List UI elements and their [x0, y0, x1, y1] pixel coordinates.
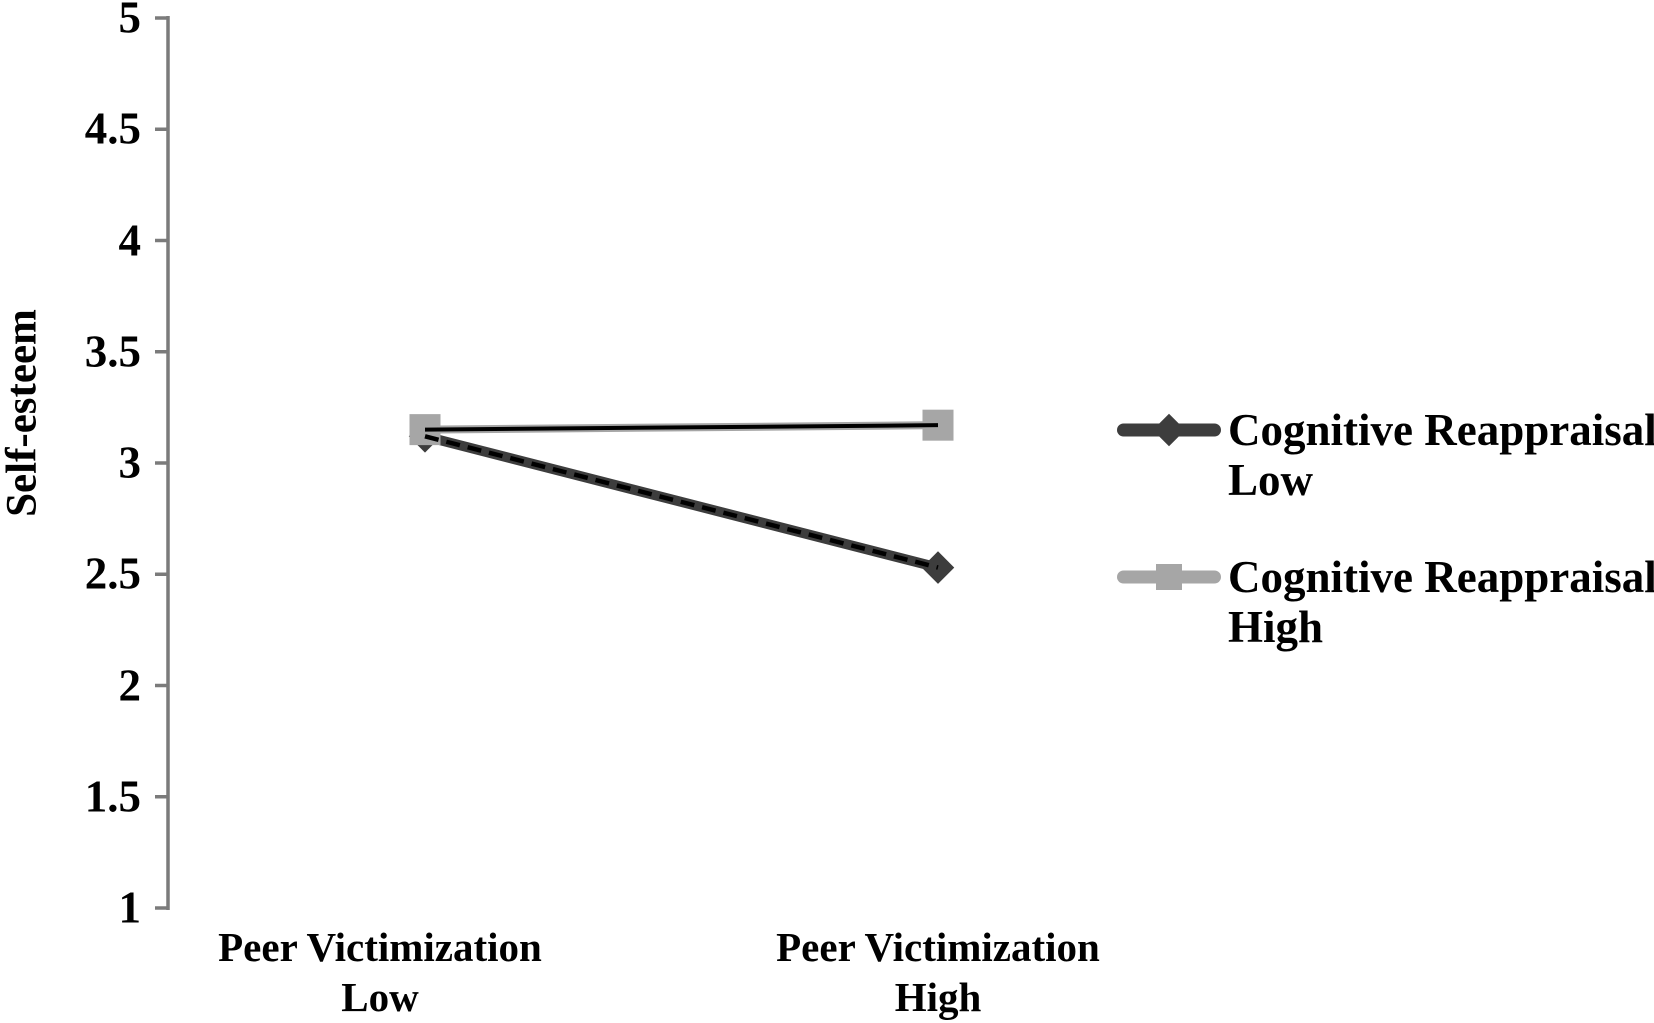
y-tick-label-5: 5	[118, 0, 142, 43]
y-tick-label-4-5: 4.5	[84, 103, 141, 154]
y-tick-label-3-5: 3.5	[84, 326, 141, 377]
x-category-label-low: Peer Victimization Low	[218, 922, 542, 1022]
y-tick-label-1-5: 1.5	[84, 771, 141, 822]
x-category-label-high: Peer Victimization High	[776, 922, 1100, 1022]
x-category-label-high-line2: High	[894, 974, 982, 1020]
x-category-label-low-line1: Peer Victimization	[218, 924, 542, 970]
y-tick-label-1: 1	[118, 882, 142, 933]
series-overlay-line-1	[424, 423, 939, 432]
y-tick-label-4: 4	[118, 215, 142, 266]
y-tick-label-3: 3	[118, 437, 142, 488]
x-category-label-low-line2: Low	[341, 974, 419, 1020]
y-tick-label-2-5: 2.5	[84, 548, 141, 599]
x-category-label-high-line1: Peer Victimization	[776, 924, 1100, 970]
y-tick-label-2: 2	[118, 660, 142, 711]
series-overlay-line-0	[424, 434, 939, 570]
